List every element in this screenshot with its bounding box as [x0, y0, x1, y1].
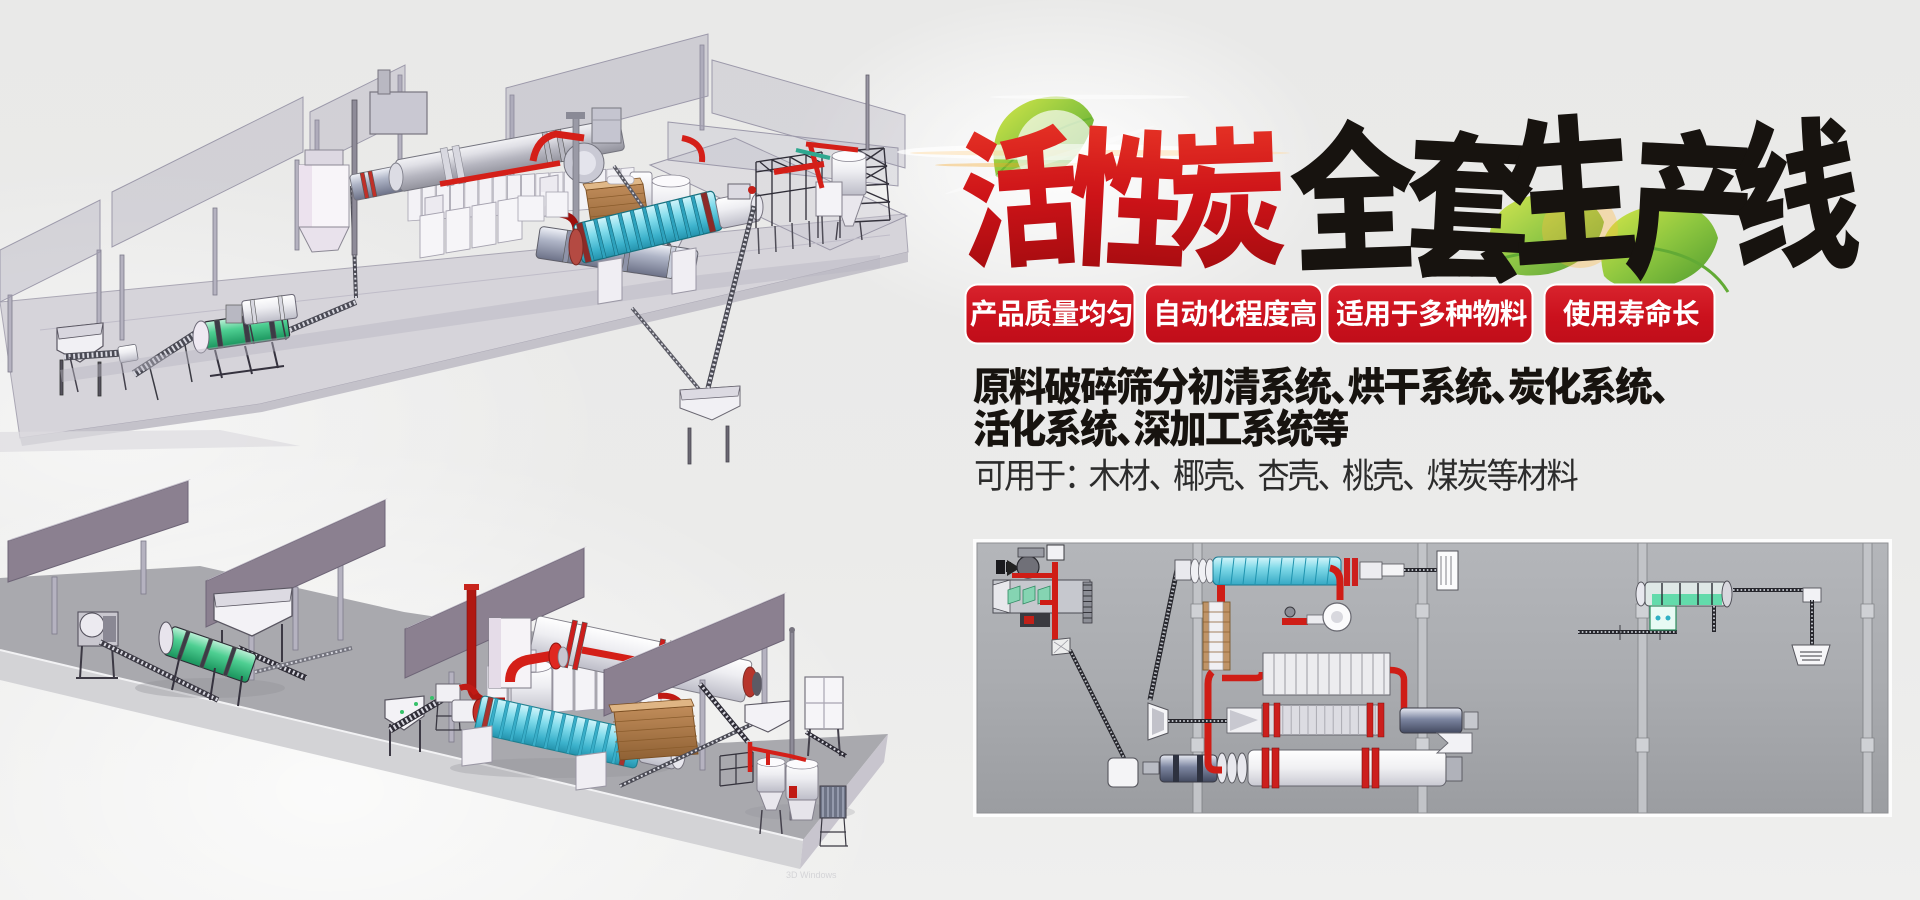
svg-text:3D Windows: 3D Windows [786, 870, 837, 880]
